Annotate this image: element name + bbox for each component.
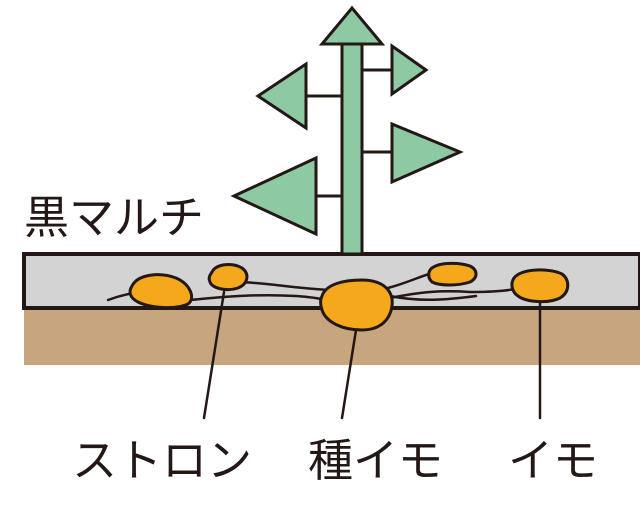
- mulch-label: 黒マルチ: [24, 191, 204, 244]
- tuber-right-small: [427, 261, 478, 287]
- leaf-left-lower: [230, 155, 318, 237]
- leaf-right-lower: [390, 121, 464, 185]
- leaf-right-upper: [390, 43, 429, 97]
- potato-label: イモ: [508, 434, 598, 487]
- tuber-small: [207, 263, 249, 292]
- leaf-top: [318, 5, 386, 46]
- tuber-left: [128, 273, 193, 310]
- leader-seed-potato: [340, 328, 358, 420]
- stem: [340, 38, 364, 256]
- tuber-seed: [319, 278, 394, 332]
- leaf-stalks: [306, 68, 392, 198]
- leaf-left-upper: [255, 61, 308, 131]
- leader-stolon: [202, 290, 226, 420]
- stolon-label: ストロン: [72, 434, 252, 487]
- tubers: [128, 261, 570, 332]
- seed-potato-label: 種イモ: [308, 434, 443, 487]
- tuber-right: [510, 268, 570, 304]
- leader-lines: [202, 290, 542, 420]
